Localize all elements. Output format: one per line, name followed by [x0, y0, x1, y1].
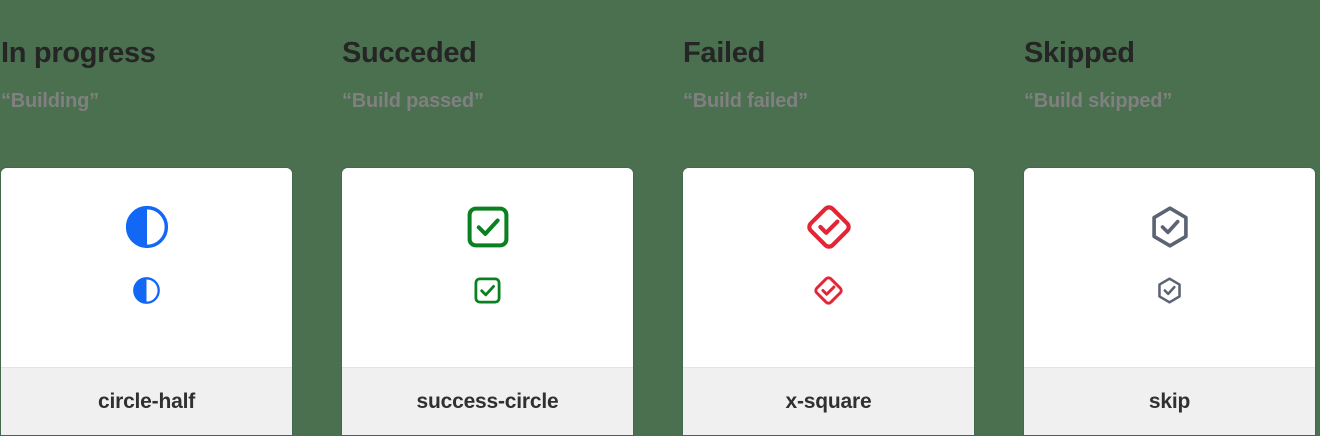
icon-card-success-circle[interactable]: success-circle — [342, 168, 633, 435]
icon-card-body — [1024, 168, 1315, 368]
circle-half-icon-small — [130, 273, 164, 307]
icon-card-footer: skip — [1024, 367, 1315, 435]
icon-name-label-x-square: x-square — [785, 389, 872, 413]
success-circle-icon-large — [462, 201, 514, 253]
icon-card-body — [683, 168, 974, 368]
status-column-in-progress: In progress “Building” — [0, 0, 340, 436]
page-title-succeded: Succeded — [342, 37, 477, 69]
status-column-skipped: Skipped “Build skipped” — [1023, 0, 1320, 436]
x-square-icon-small — [812, 273, 846, 307]
icon-card-skip[interactable]: skip — [1024, 168, 1315, 435]
icon-card-body — [1, 168, 292, 368]
skip-icon-large — [1144, 201, 1196, 253]
status-column-failed: Failed “Build failed” — [682, 0, 1022, 436]
status-column-succeded: Succeded “Build passed” — [341, 0, 681, 436]
icon-card-body — [342, 168, 633, 368]
icon-name-label-circle-half: circle-half — [97, 389, 195, 413]
page-title-skipped: Skipped — [1024, 37, 1135, 69]
icon-card-circle-half[interactable]: circle-half — [1, 168, 292, 435]
circle-half-icon-large — [121, 201, 173, 253]
x-square-icon-large — [803, 201, 855, 253]
subtitle-failed: “Build failed” — [683, 90, 808, 112]
subtitle-succeded: “Build passed” — [342, 90, 484, 112]
page-title-failed: Failed — [683, 37, 765, 69]
icon-card-footer: circle-half — [1, 367, 292, 435]
success-circle-icon-small — [471, 273, 505, 307]
icon-name-label-success-circle: success-circle — [416, 389, 559, 413]
icon-card-footer: success-circle — [342, 367, 633, 435]
icon-name-label-skip: skip — [1148, 389, 1191, 413]
subtitle-skipped: “Build skipped” — [1024, 90, 1173, 112]
icon-card-x-square[interactable]: x-square — [683, 168, 974, 435]
page-title-in-progress: In progress — [1, 37, 156, 69]
skip-icon-small — [1153, 273, 1187, 307]
icon-card-footer: x-square — [683, 367, 974, 435]
subtitle-in-progress: “Building” — [1, 90, 99, 112]
